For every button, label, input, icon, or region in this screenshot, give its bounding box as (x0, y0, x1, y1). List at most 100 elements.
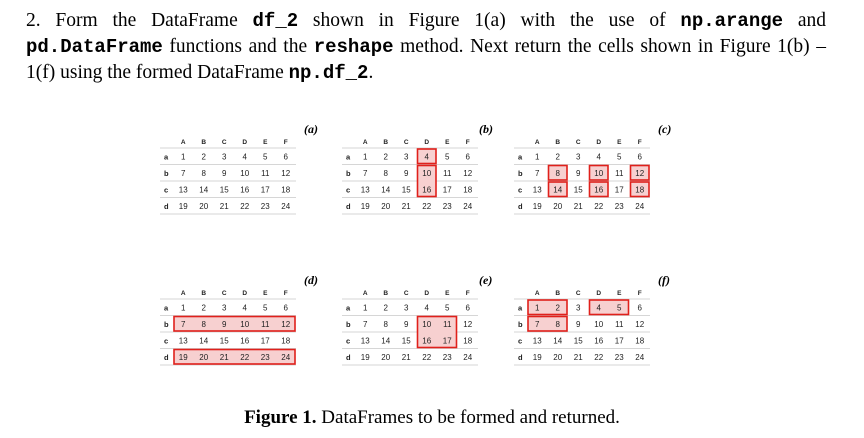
table-cell: 1 (363, 153, 368, 162)
highlight-border (527, 315, 568, 332)
row-index-label: a (346, 153, 351, 162)
highlight-fill (528, 300, 567, 315)
row-index-label: d (518, 353, 523, 362)
table-cell: 7 (181, 320, 186, 329)
table-cell: 23 (615, 353, 624, 362)
table-cell: 22 (594, 353, 603, 362)
table-cell: 14 (553, 186, 562, 195)
highlight-border (588, 164, 609, 181)
table-cell: 19 (179, 202, 188, 211)
table-cell: 17 (443, 186, 452, 195)
row-index-label: c (164, 337, 168, 346)
highlight-fill (630, 165, 649, 180)
column-header: D (424, 290, 429, 297)
column-header: B (383, 139, 388, 146)
table-cell: 5 (617, 153, 622, 162)
row-index-label: a (518, 304, 523, 313)
highlight-border (588, 181, 609, 198)
table-cell: 20 (381, 202, 390, 211)
highlight-fill (417, 316, 457, 348)
table-cell: 24 (281, 202, 290, 211)
table-cell: 24 (635, 202, 644, 211)
table-cell: 22 (240, 202, 249, 211)
table-cell: 10 (422, 169, 431, 178)
row-index-label: d (164, 353, 169, 362)
code-pd-dataframe: pd.DataFrame (26, 36, 163, 58)
text-run: method. Next return the cells shown in F… (393, 36, 826, 57)
table-cell: 21 (220, 353, 229, 362)
table-cell: 23 (443, 202, 452, 211)
table-cell: 3 (222, 153, 227, 162)
text-run: shown in Figure 1(a) with the use of (298, 10, 681, 31)
highlight-border (416, 164, 437, 198)
table-cell: 1 (181, 153, 186, 162)
table-cell: 17 (443, 337, 452, 346)
table-cell: 18 (635, 186, 644, 195)
panel-tag: (d) (304, 273, 318, 287)
table-cell: 12 (463, 169, 472, 178)
table-cell: 24 (635, 353, 644, 362)
table-cell: 3 (576, 304, 581, 313)
table-cell: 11 (261, 320, 270, 329)
column-header: A (535, 139, 540, 146)
column-header: F (638, 139, 642, 146)
table-cell: 20 (199, 202, 208, 211)
column-header: C (404, 139, 409, 146)
column-header: A (363, 139, 368, 146)
highlight-fill (174, 316, 295, 331)
column-header: A (363, 290, 368, 297)
panel-tag: (a) (304, 122, 318, 136)
table-cell: 1 (363, 304, 368, 313)
table-cell: 20 (553, 202, 562, 211)
highlight-fill (548, 182, 567, 197)
column-header: C (576, 139, 581, 146)
column-header: B (383, 290, 388, 297)
table-cell: 4 (425, 153, 430, 162)
question-line-2: pd.DataFrame functions and the reshape m… (26, 34, 826, 60)
table-cell: 9 (222, 169, 227, 178)
caption-label: Figure 1. (244, 407, 317, 428)
table-cell: 20 (199, 353, 208, 362)
table-cell: 17 (261, 337, 270, 346)
table-cell: 17 (615, 337, 624, 346)
table-cell: 9 (404, 169, 409, 178)
code-reshape: reshape (313, 36, 394, 58)
highlight-fill (548, 165, 567, 180)
column-header: D (242, 290, 247, 297)
table-cell: 8 (384, 169, 389, 178)
table-cell: 16 (240, 337, 249, 346)
column-header: A (535, 290, 540, 297)
table-cell: 1 (535, 304, 540, 313)
table-cell: 5 (263, 153, 268, 162)
table-cell: 9 (576, 169, 581, 178)
table-cell: 4 (597, 153, 602, 162)
table-cell: 7 (363, 320, 368, 329)
row-index-label: a (164, 153, 169, 162)
column-header: E (445, 290, 450, 297)
highlight-fill (528, 316, 567, 331)
table-cell: 13 (361, 186, 370, 195)
column-header: B (201, 290, 206, 297)
column-header: D (424, 139, 429, 146)
row-index-label: a (164, 304, 169, 313)
column-header: C (222, 290, 227, 297)
row-index-label: a (346, 304, 351, 313)
table-cell: 2 (556, 153, 561, 162)
table-cell: 14 (553, 337, 562, 346)
column-header: E (617, 290, 622, 297)
table-cell: 23 (261, 353, 270, 362)
column-header: B (555, 139, 560, 146)
table-cell: 21 (574, 353, 583, 362)
table-cell: 11 (261, 169, 270, 178)
code-df2: df_2 (252, 10, 299, 32)
table-cell: 10 (240, 169, 249, 178)
highlight-fill (417, 149, 436, 164)
table-cell: 2 (556, 304, 561, 313)
question-line-1: 2. Form the DataFrame df_2 shown in Figu… (26, 8, 826, 34)
highlight-border (547, 181, 568, 198)
table-cell: 7 (363, 169, 368, 178)
table-cell: 22 (422, 202, 431, 211)
